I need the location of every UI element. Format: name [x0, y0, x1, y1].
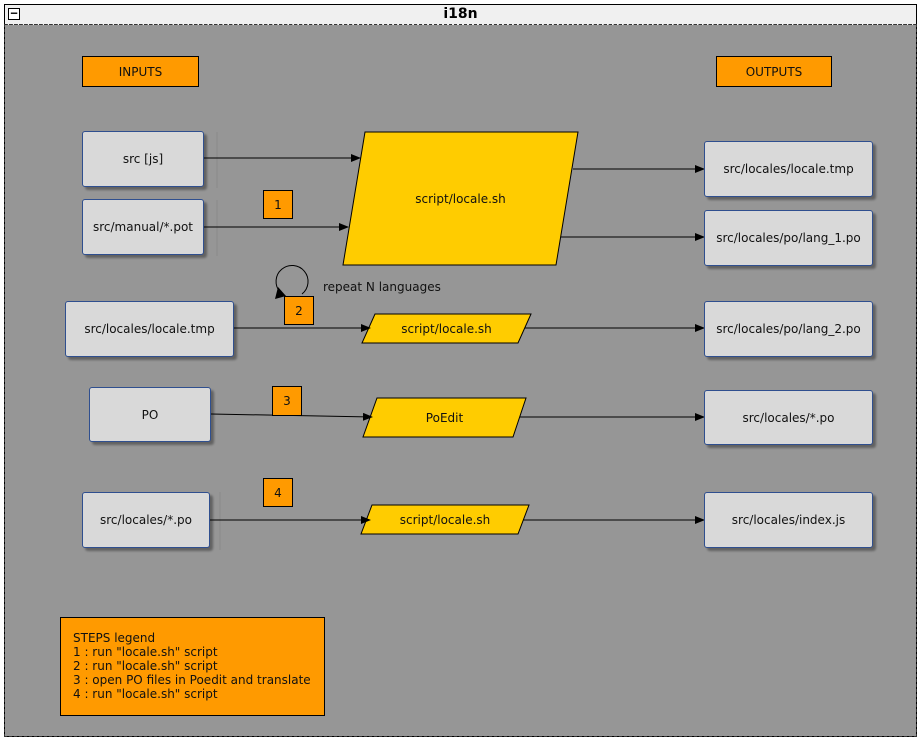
process-poedit-shape[interactable] [362, 397, 527, 438]
legend-line: 3 : open PO files in Poedit and translat… [73, 673, 311, 687]
diagram-window: − i18n [4, 4, 917, 737]
input-manual-pot[interactable]: src/manual/*.pot [82, 199, 204, 255]
steps-legend: STEPS legend 1 : run "locale.sh" script … [60, 617, 325, 716]
process-script-4-shape[interactable] [360, 504, 530, 535]
inputs-header: INPUTS [82, 56, 199, 87]
output-lang-1[interactable]: src/locales/po/lang_1.po [704, 210, 873, 266]
input-locale-tmp[interactable]: src/locales/locale.tmp [65, 301, 234, 357]
input-po[interactable]: PO [89, 387, 211, 442]
repeat-label: repeat N languages [323, 280, 441, 294]
window-title: i18n [443, 6, 478, 22]
step-2-badge: 2 [284, 296, 314, 325]
legend-line: 1 : run "locale.sh" script [73, 645, 218, 659]
collapse-icon[interactable]: − [8, 7, 20, 20]
repeat-loop-arrowhead [275, 287, 286, 299]
legend-line: 4 : run "locale.sh" script [73, 687, 218, 701]
step-3-badge: 3 [272, 386, 302, 416]
output-locales-po[interactable]: src/locales/*.po [704, 390, 873, 445]
step-1-badge: 1 [263, 190, 293, 219]
output-lang-2[interactable]: src/locales/po/lang_2.po [704, 301, 873, 357]
step-4-badge: 4 [263, 478, 293, 507]
outputs-header: OUTPUTS [716, 56, 832, 87]
input-locales-po[interactable]: src/locales/*.po [82, 492, 210, 548]
input-src-js[interactable]: src [js] [82, 131, 204, 187]
process-script-2-shape[interactable] [361, 313, 532, 344]
repeat-loop-arrow [275, 264, 309, 295]
output-locale-tmp[interactable]: src/locales/locale.tmp [704, 141, 873, 197]
legend-line: 2 : run "locale.sh" script [73, 659, 218, 673]
legend-title: STEPS legend [73, 631, 156, 645]
process-main-script-shape[interactable] [342, 131, 579, 266]
output-index-js[interactable]: src/locales/index.js [704, 492, 873, 548]
